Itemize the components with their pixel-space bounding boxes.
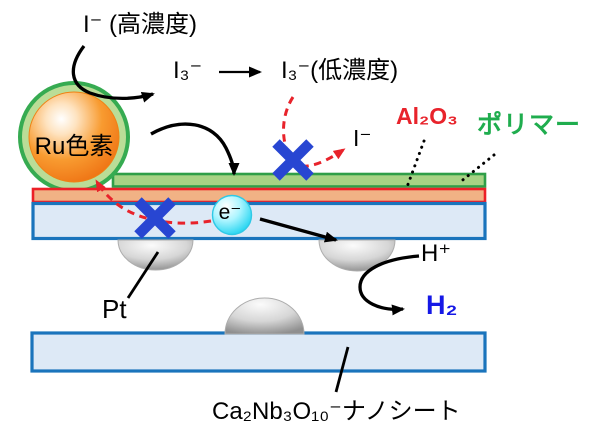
- al2o3-pointer-dotted-line: [405, 139, 426, 189]
- hydrogen-evolution-arrow: [358, 254, 420, 316]
- polymer-label: ポリマー: [477, 111, 582, 139]
- electron-injection-arrow: [150, 122, 240, 176]
- triiodide-label: I₃⁻: [173, 57, 203, 84]
- electron-label: e⁻: [218, 201, 242, 224]
- iodide-label: I⁻: [353, 125, 372, 151]
- electron-transfer-arrow: [259, 217, 338, 243]
- polymer-layer: [111, 172, 487, 188]
- nanosheet-bottom: [30, 331, 487, 373]
- iodide-high-concentration-label: I⁻ (高濃度): [83, 11, 197, 38]
- al2o3-label: Al₂O₃: [396, 103, 458, 129]
- hydrogen-label: H₂: [426, 290, 458, 320]
- pt-particle-right: [318, 239, 396, 272]
- ru-dye-label: Ru色素: [34, 133, 114, 160]
- blocked-triiodide-path: [282, 96, 346, 168]
- proton-label: H⁺: [421, 240, 451, 267]
- nanosheet-top: [31, 201, 487, 241]
- nanosheet-formula-label: Ca₂Nb₃O₁₀⁻ナノシート: [212, 398, 461, 425]
- blocked-recombination-path: [95, 179, 212, 225]
- pt-label: Pt: [102, 294, 127, 324]
- electron-sphere: [211, 194, 253, 236]
- blocked-x-right: [272, 139, 314, 181]
- pt-pointer-line: [126, 251, 160, 299]
- ru-dye-sphere: [28, 91, 120, 183]
- pt-particle-bottom: [224, 297, 305, 335]
- blocked-x-left: [134, 197, 176, 239]
- iodide-oxidation-arrow: [71, 45, 155, 103]
- nanosheet-pointer-line: [334, 346, 350, 393]
- triiodide-low-concentration-label: I₃⁻(低濃度): [281, 57, 399, 84]
- al2o3-layer: [31, 187, 487, 204]
- polymer-pointer-dotted-line: [457, 153, 496, 185]
